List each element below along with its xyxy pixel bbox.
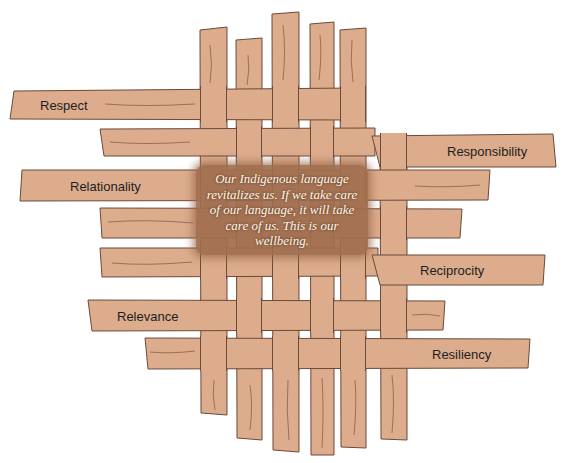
node-text: Respect — [40, 98, 88, 113]
crossing — [272, 86, 299, 122]
crossing — [236, 126, 262, 158]
crossing — [340, 336, 366, 371]
value-plank-label: Respect — [38, 98, 90, 113]
crossing — [310, 126, 334, 158]
value-plank-label: Responsibility — [445, 144, 529, 159]
weave-crossings — [200, 86, 407, 371]
crossing — [200, 336, 227, 371]
node-text: Resiliency — [432, 347, 491, 362]
node-text: Relationality — [70, 179, 141, 194]
value-plank-label: Relevance — [115, 309, 180, 324]
value-plank-label: Reciprocity — [418, 263, 486, 278]
crossing — [236, 298, 262, 333]
crossing — [380, 206, 407, 240]
node-text: Our Indigenous language revitalizes us. … — [204, 171, 360, 249]
quote-box: Our Indigenous language revitalizes us. … — [196, 165, 368, 255]
value-plank-label: Resiliency — [430, 347, 493, 362]
horizontal-plank — [10, 88, 353, 120]
horizontal-plank — [372, 255, 545, 285]
horizontal-planks — [10, 88, 556, 369]
crossing-edges — [201, 86, 407, 371]
crossing-fills — [200, 86, 407, 371]
crossing — [380, 133, 407, 169]
crossing — [380, 298, 407, 333]
crossing — [200, 86, 227, 122]
value-plank-label: Relationality — [68, 179, 143, 194]
node-text: Reciprocity — [420, 263, 484, 278]
wood-grain — [105, 25, 480, 448]
crossing — [340, 86, 366, 122]
crossing — [272, 336, 299, 371]
node-text: Responsibility — [447, 144, 527, 159]
crossing — [310, 298, 334, 333]
node-text: Relevance — [117, 309, 178, 324]
